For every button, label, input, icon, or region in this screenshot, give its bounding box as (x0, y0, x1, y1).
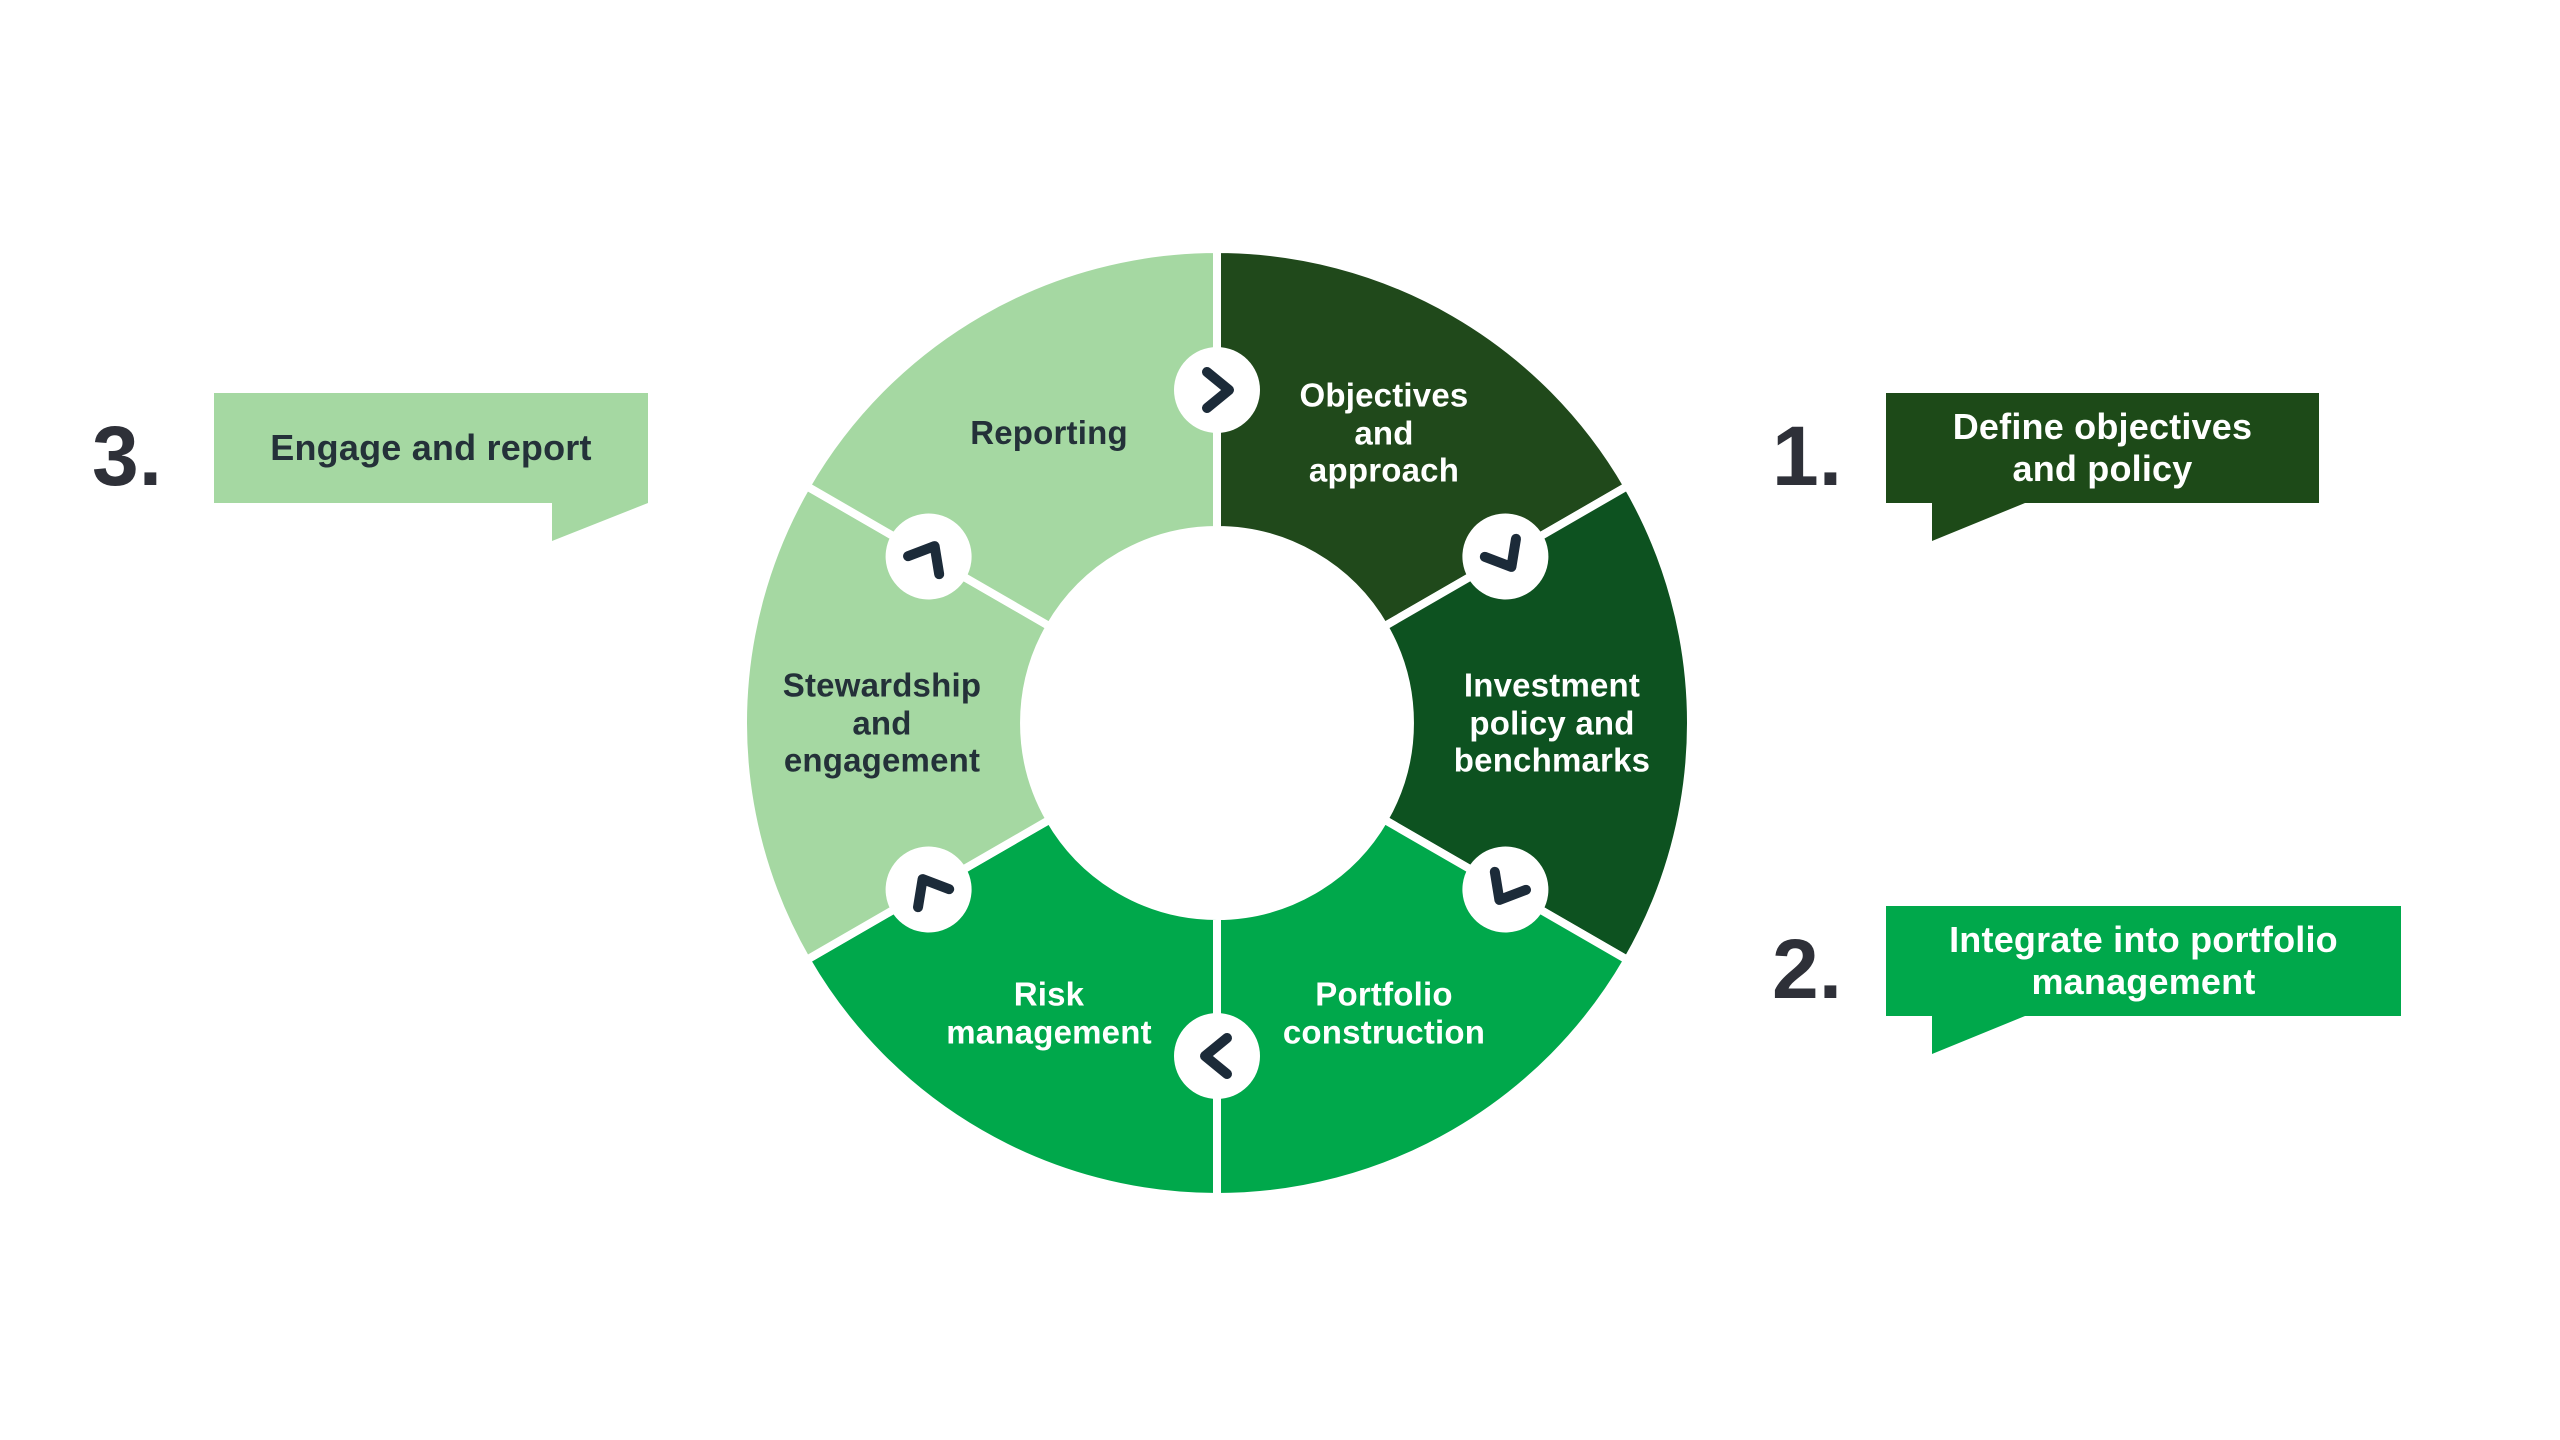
wheel-chevrons (885, 347, 1549, 1099)
chevron-glyph (1200, 1033, 1232, 1079)
chevron-up-left-icon (885, 846, 972, 933)
segment-stewardship-and-engagement (738, 482, 1054, 964)
chevron-glyph (903, 541, 945, 580)
chevron-glyph (1202, 367, 1234, 413)
chevron-glyph (1479, 533, 1521, 572)
callout-number-1: 1. (1772, 408, 1843, 503)
chevron-circle (1462, 846, 1549, 933)
segment-label-portfolio-construction: Portfolio construction (1282, 975, 1486, 1050)
chevron-glyph (913, 874, 955, 913)
chevron-glyph (1489, 866, 1531, 905)
callout-label-2: Integrate into portfolio management (1949, 918, 2338, 1002)
process-wheel (738, 245, 1696, 1201)
chevron-down-left-icon (1462, 846, 1549, 933)
segment-investment-policy-and-benchmarks (1380, 482, 1696, 964)
badge-bubble (1886, 906, 2401, 1054)
segment-label-objectives-and-approach: Objectives and approach (1299, 376, 1469, 489)
chevron-circle (885, 513, 972, 600)
chevron-circle (1174, 347, 1260, 433)
callout-badge-shape (1886, 393, 2319, 541)
chevron-circle (885, 846, 972, 933)
chevron-left-icon (1174, 1013, 1260, 1099)
callout-label-1: Define objectives and policy (1952, 405, 2253, 489)
chevron-right-icon (1174, 347, 1260, 433)
callout-badge-shape (214, 393, 648, 541)
badge-bubble (214, 393, 648, 541)
callout-number-2: 2. (1772, 921, 1843, 1016)
segment-label-investment-policy-and-benchmarks: Investment policy and benchmarks (1453, 666, 1651, 779)
chevron-up-right-icon (885, 513, 972, 600)
callout-number-3: 3. (92, 408, 163, 503)
callout-badge-engage-and-report: Engage and report (214, 393, 648, 543)
callout-badge-integrate-into-portfolio-management: Integrate into portfolio management (1886, 906, 2401, 1056)
callout-label-3: Engage and report (270, 426, 592, 468)
callout-badge-define-objectives-and-policy: Define objectives and policy (1886, 393, 2319, 543)
segment-label-risk-management: Risk management (946, 975, 1152, 1050)
badge-bubble (1886, 393, 2319, 541)
segment-label-reporting: Reporting (970, 414, 1128, 452)
callout-badge-shape (1886, 906, 2401, 1054)
chevron-circle (1174, 1013, 1260, 1099)
chevron-down-right-icon (1462, 513, 1549, 600)
chevron-circle (1462, 513, 1549, 600)
segment-label-stewardship-and-engagement: Stewardship and engagement (782, 666, 982, 779)
